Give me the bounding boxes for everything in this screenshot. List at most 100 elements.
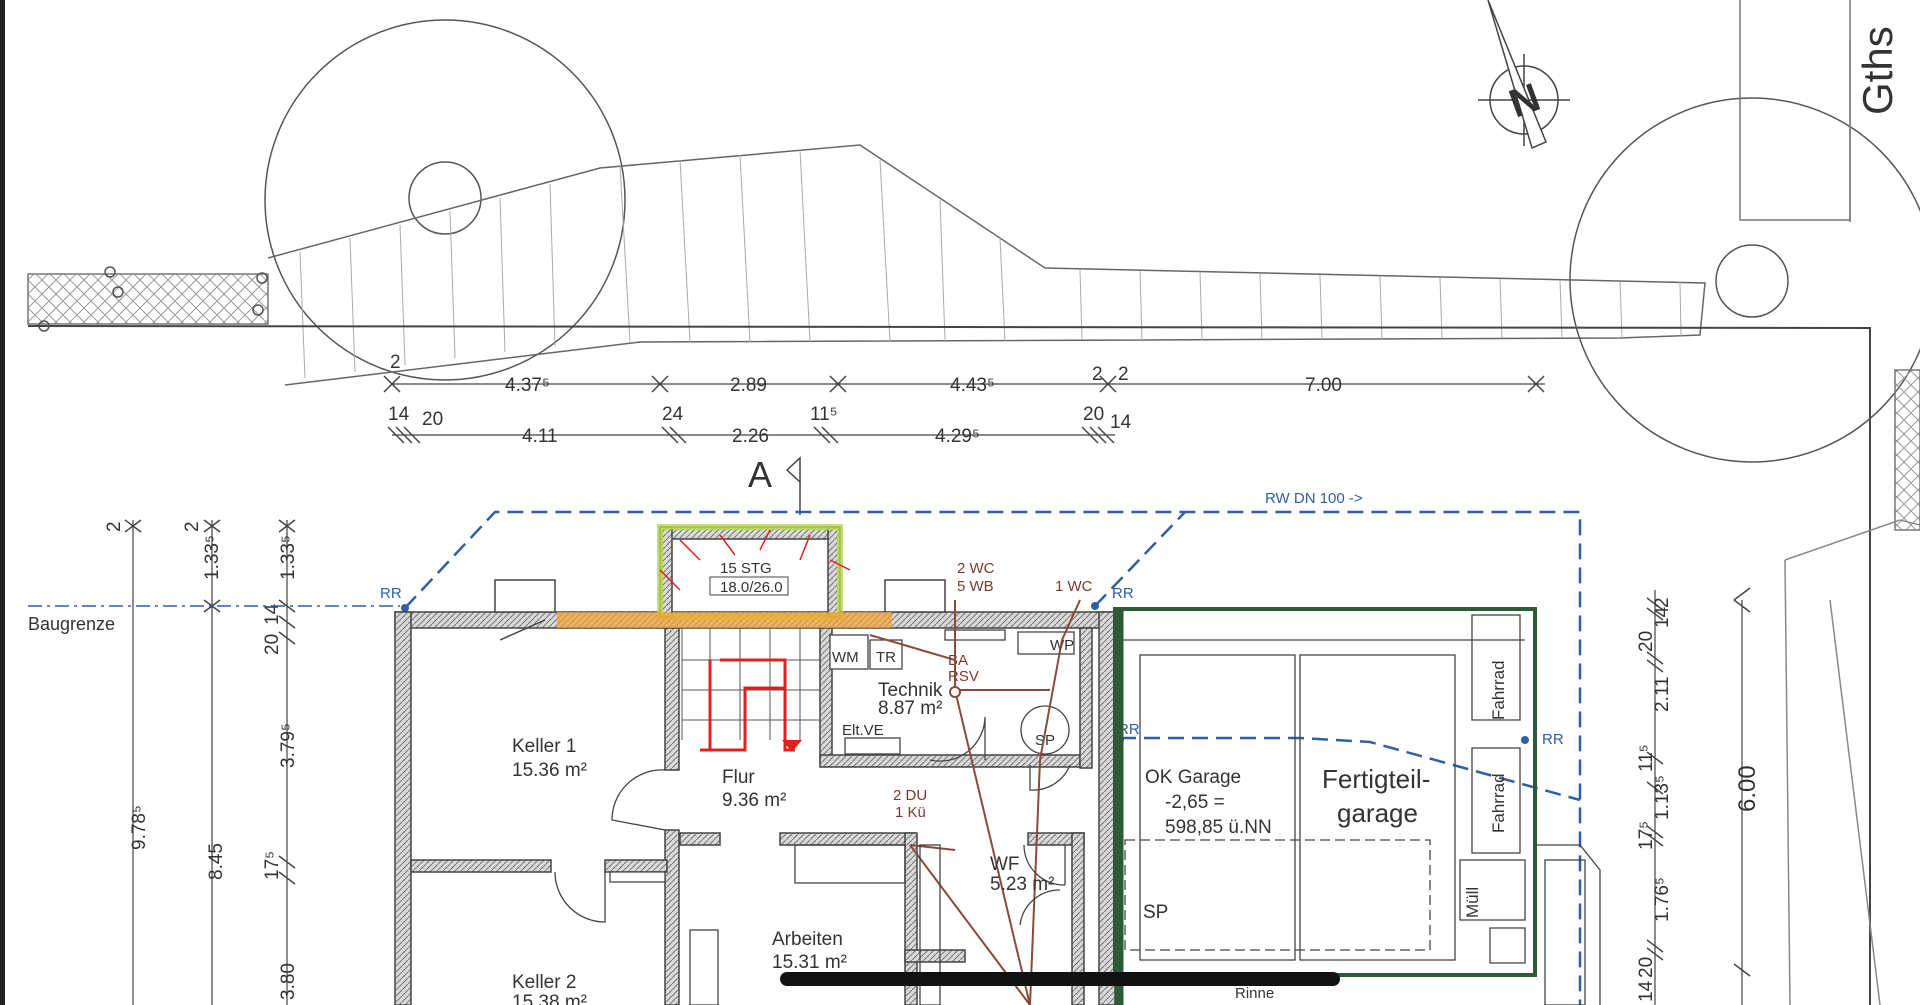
dim-label: 3.79⁵ xyxy=(278,723,299,768)
image-edge xyxy=(0,0,5,1005)
dim-label: 20 xyxy=(422,409,443,430)
wp-label: WP xyxy=(1050,637,1074,654)
dim-label: 8.45 xyxy=(206,843,227,880)
dim-label: 14 xyxy=(1652,606,1673,628)
sp-garage-label: SP xyxy=(1143,902,1168,923)
dim-label: 17⁵ xyxy=(1636,821,1657,850)
dim-label: 2 xyxy=(182,521,203,532)
bike-rack xyxy=(1471,614,1521,721)
tree-canopy-circle-right xyxy=(1569,97,1920,463)
garage-name-line2: garage xyxy=(1337,798,1418,828)
dim-label: 20 xyxy=(1636,957,1657,978)
dim-label: 20 xyxy=(262,634,283,655)
garage-ok-label: OK Garage xyxy=(1145,767,1241,788)
stair-steps-label: 15 STG xyxy=(720,560,772,577)
room-name: Technik xyxy=(878,680,943,701)
room-area: 9.36 m² xyxy=(722,790,786,811)
building-walls xyxy=(394,526,1116,1005)
muell-label: Müll xyxy=(1463,887,1482,918)
wm-label: WM xyxy=(832,649,859,666)
kue1-label: 1 Kü xyxy=(895,804,926,821)
windows xyxy=(494,579,946,641)
room-area: 15.36 m² xyxy=(512,760,587,781)
fahrrad-label: Fahrrad xyxy=(1489,773,1508,833)
site-terrain xyxy=(27,0,1920,1005)
stair-label-box xyxy=(709,576,789,596)
du2-label: 2 DU xyxy=(893,787,927,804)
room-area: 15.38 m² xyxy=(512,992,587,1005)
dim-label: 1.76⁵ xyxy=(1652,877,1673,922)
rinne-label: Rinne xyxy=(1235,985,1274,1002)
top-dimension-chains xyxy=(383,375,1545,444)
stair-arrow-icon xyxy=(782,740,802,752)
dim-label: 2 xyxy=(1118,364,1129,385)
technik-fixtures xyxy=(829,629,1075,791)
dim-label: 14 xyxy=(388,404,410,425)
dim-label: 7.00 xyxy=(1305,375,1342,396)
dim-label: 14 xyxy=(262,603,283,625)
wc1-label: 1 WC xyxy=(1055,578,1093,595)
staircase xyxy=(681,628,820,740)
fahrrad-label: Fahrrad xyxy=(1489,660,1508,720)
dim-label: 3.80 xyxy=(278,963,299,1000)
wall-highlight-orange xyxy=(557,612,892,628)
top-dimension-labels: 2 4.37⁵ 2.89 4.43⁵ 2 2 7.00 14 20 4.11 2… xyxy=(388,352,1342,447)
left-dimension-labels: 2 2 1.33⁵ 1.33⁵ 14 20 9.78⁵ 8.45 3.79⁵ 1… xyxy=(104,521,299,1000)
stair-ratio-label: 18.0/26.0 xyxy=(720,579,783,596)
room-area: 5.23 m² xyxy=(990,874,1054,895)
dim-label: 20 xyxy=(1636,631,1657,652)
dim-label: 4.43⁵ xyxy=(950,375,995,396)
dim-label: 1.33⁵ xyxy=(202,535,223,580)
room-name: Flur xyxy=(722,767,755,788)
electric-panel xyxy=(844,737,901,755)
stair-red-path xyxy=(700,658,795,752)
dim-label: 2 xyxy=(104,521,125,532)
baugrenze-label: Baugrenze xyxy=(28,614,115,634)
dim-label: 9.78⁵ xyxy=(129,805,150,850)
dim-label: 6.00 xyxy=(1734,765,1761,812)
dim-label: 24 xyxy=(662,404,684,425)
room-name: Keller 2 xyxy=(512,972,576,993)
tree-trunk-circle xyxy=(408,161,482,235)
room-name: Arbeiten xyxy=(772,929,843,950)
garage-interior xyxy=(1123,614,1601,1005)
doors xyxy=(554,769,1066,1005)
room-name: Keller 1 xyxy=(512,736,576,757)
room-labels: Keller 1 15.36 m² Flur 9.36 m² Technik 8… xyxy=(512,680,1054,1005)
rr-label: RR xyxy=(380,585,402,602)
bike-rack xyxy=(1471,747,1521,854)
dim-label: 1.33⁵ xyxy=(278,535,299,580)
dim-label: 2.89 xyxy=(730,375,767,396)
sp-label: SP xyxy=(1035,732,1055,749)
dim-label: 11⁵ xyxy=(810,404,838,425)
rr-label: RR xyxy=(1112,585,1134,602)
right-dimension-labels: 2 14 20 2.11 11⁵ 1.13⁵ 17⁵ 1.76⁵ 6.00 20… xyxy=(1636,597,1761,1002)
dim-label: 11⁵ xyxy=(1636,744,1657,772)
gths-label: Gths xyxy=(1854,26,1901,115)
tr-label: TR xyxy=(876,649,896,666)
dim-label: 1.13⁵ xyxy=(1652,775,1673,820)
dim-label: 2.11 xyxy=(1652,676,1673,712)
garage-labels: OK Garage -2,65 = 598,85 ü.NN Fertigteil… xyxy=(1143,660,1508,1002)
technik-labels: WM TR WP SP Elt.VE xyxy=(832,637,1074,749)
drainage-line xyxy=(404,510,1582,1005)
dim-label: 4.11 xyxy=(522,426,558,447)
section-label: A xyxy=(748,454,772,495)
room-area: 15.31 m² xyxy=(772,952,847,973)
ba-label: BA xyxy=(948,652,968,669)
dim-label: 2 xyxy=(1092,364,1103,385)
sewage-pipes xyxy=(869,599,1081,1005)
left-dimension-chains xyxy=(124,519,296,1005)
dim-label: 20 xyxy=(1083,404,1104,425)
property-line xyxy=(27,325,1871,1005)
garage-level-label: -2,65 = xyxy=(1165,792,1225,813)
dim-label: 4.37⁵ xyxy=(505,375,550,396)
dim-label: 2.26 xyxy=(732,426,769,447)
rr-label: RR xyxy=(1542,731,1564,748)
tree-trunk-circle-right xyxy=(1715,244,1789,318)
rw-label: RW DN 100 -> xyxy=(1265,490,1363,507)
room-name: WF xyxy=(990,854,1020,875)
dim-label: 14 xyxy=(1110,412,1132,433)
dim-label: 2 xyxy=(1652,597,1673,608)
